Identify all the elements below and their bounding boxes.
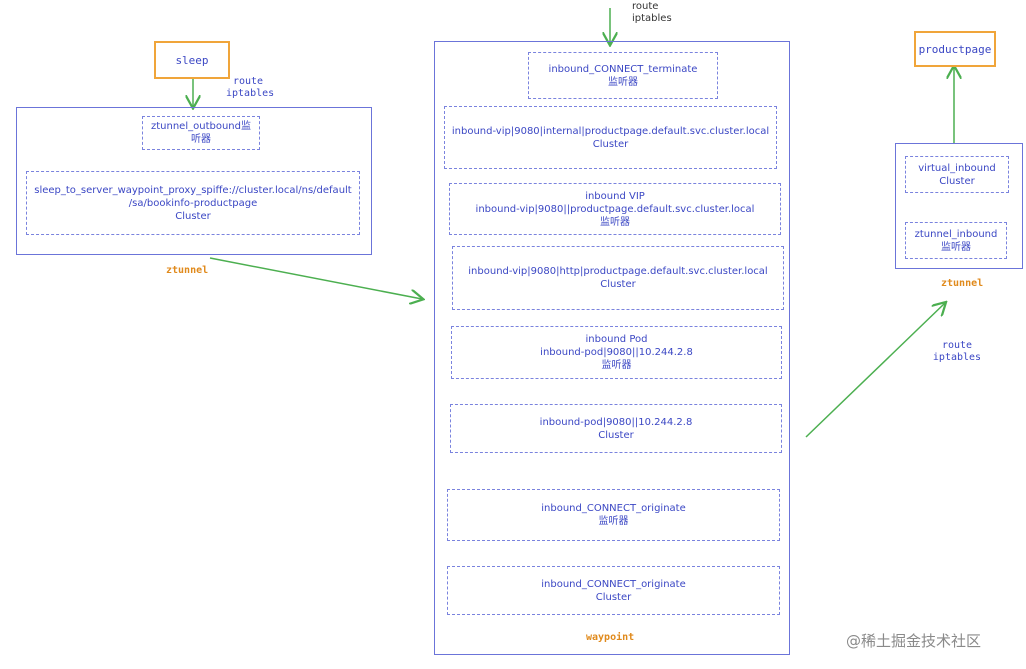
sleep-box: sleep bbox=[154, 41, 230, 79]
inbound-pod-listener: inbound Pod inbound-pod|9080||10.244.2.8… bbox=[451, 326, 782, 379]
left-cluster-line1: sleep_to_server_waypoint_proxy_spiffe://… bbox=[34, 184, 352, 196]
box6-line1: inbound_CONNECT_originate bbox=[541, 503, 686, 514]
box7-line2: Cluster bbox=[595, 591, 632, 603]
ztunnel-inbound-listener: ztunnel_inbound 监听器 bbox=[905, 222, 1007, 259]
ztunnel-left-container bbox=[16, 107, 372, 255]
virtual-inbound-cluster: virtual_inbound Cluster bbox=[905, 156, 1009, 193]
watermark: @稀土掘金技术社区 bbox=[846, 632, 982, 650]
waypoint-container bbox=[434, 41, 790, 655]
box2-line3: 监听器 bbox=[600, 216, 630, 228]
box6-line2: 监听器 bbox=[598, 516, 629, 527]
middle-iptables-text: iptables bbox=[632, 13, 672, 24]
ztunnel-inbound-line1: ztunnel_inbound bbox=[914, 228, 998, 240]
sleep-to-waypoint-cluster: sleep_to_server_waypoint_proxy_spiffe://… bbox=[26, 171, 360, 235]
inbound-connect-originate-listener: inbound_CONNECT_originate 监听器 bbox=[447, 489, 780, 541]
left-iptables-text: iptables bbox=[226, 88, 275, 99]
productpage-label: productpage bbox=[918, 42, 992, 56]
box5-line1: inbound-pod|9080||10.244.2.8 bbox=[539, 416, 693, 428]
left-cluster-line3: Cluster bbox=[175, 210, 211, 222]
arrow-waypoint-to-ztunnel-right bbox=[805, 303, 945, 438]
right-route-text: route bbox=[941, 340, 973, 351]
arrow-ztunnel-to-waypoint bbox=[209, 257, 422, 299]
box7-line1: inbound_CONNECT_originate bbox=[541, 578, 686, 590]
left-route-label: route iptables bbox=[226, 76, 274, 100]
box1-line1: inbound-vip|9080|internal|productpage.de… bbox=[451, 125, 770, 137]
sleep-label: sleep bbox=[175, 53, 209, 67]
outbound-listener-line1: ztunnel_outbound监 bbox=[151, 121, 251, 132]
ztunnel-right-label: ztunnel bbox=[941, 278, 984, 289]
inbound-vip-internal-cluster: inbound-vip|9080|internal|productpage.de… bbox=[444, 106, 777, 169]
inbound-vip-http-cluster: inbound-vip|9080|http|productpage.defaul… bbox=[452, 246, 784, 310]
right-iptables-text: iptables bbox=[932, 352, 982, 363]
middle-route-text: route bbox=[632, 1, 659, 12]
box2-line1: inbound VIP bbox=[585, 190, 645, 202]
ztunnel-left-label: ztunnel bbox=[166, 265, 209, 276]
box1-line2: Cluster bbox=[592, 138, 629, 150]
inbound-vip-listener: inbound VIP inbound-vip|9080||productpag… bbox=[449, 183, 781, 235]
box3-line2: Cluster bbox=[600, 279, 636, 290]
box5-line2: Cluster bbox=[598, 429, 634, 441]
inbound-connect-terminate-listener: inbound_CONNECT_terminate 监听器 bbox=[528, 52, 718, 99]
box2-line2: inbound-vip|9080||productpage.default.sv… bbox=[475, 203, 755, 215]
box4-line1: inbound Pod bbox=[585, 334, 648, 345]
box4-line2: inbound-pod|9080||10.244.2.8 bbox=[540, 347, 693, 358]
left-cluster-line2: /sa/bookinfo-productpage bbox=[128, 197, 258, 209]
box0-line2: 监听器 bbox=[608, 76, 638, 88]
ztunnel-inbound-line2: 监听器 bbox=[941, 241, 971, 253]
outbound-listener-line2: 听器 bbox=[191, 134, 211, 145]
waypoint-label: waypoint bbox=[586, 632, 635, 643]
ztunnel-right-container bbox=[895, 143, 1023, 269]
box0-line1: inbound_CONNECT_terminate bbox=[548, 63, 698, 75]
right-route-label: route iptables bbox=[930, 340, 984, 364]
inbound-pod-cluster: inbound-pod|9080||10.244.2.8 Cluster bbox=[450, 404, 782, 453]
box4-line3: 监听器 bbox=[601, 360, 632, 371]
box3-line1: inbound-vip|9080|http|productpage.defaul… bbox=[468, 266, 768, 277]
productpage-box: productpage bbox=[914, 31, 996, 67]
virtual-inbound-line2: Cluster bbox=[939, 175, 975, 187]
virtual-inbound-line1: virtual_inbound bbox=[918, 162, 996, 174]
left-route-text: route bbox=[232, 76, 264, 87]
ztunnel-outbound-listener: ztunnel_outbound监 听器 bbox=[142, 116, 260, 150]
middle-route-label: route iptables bbox=[632, 1, 672, 25]
inbound-connect-originate-cluster: inbound_CONNECT_originate Cluster bbox=[447, 566, 780, 615]
